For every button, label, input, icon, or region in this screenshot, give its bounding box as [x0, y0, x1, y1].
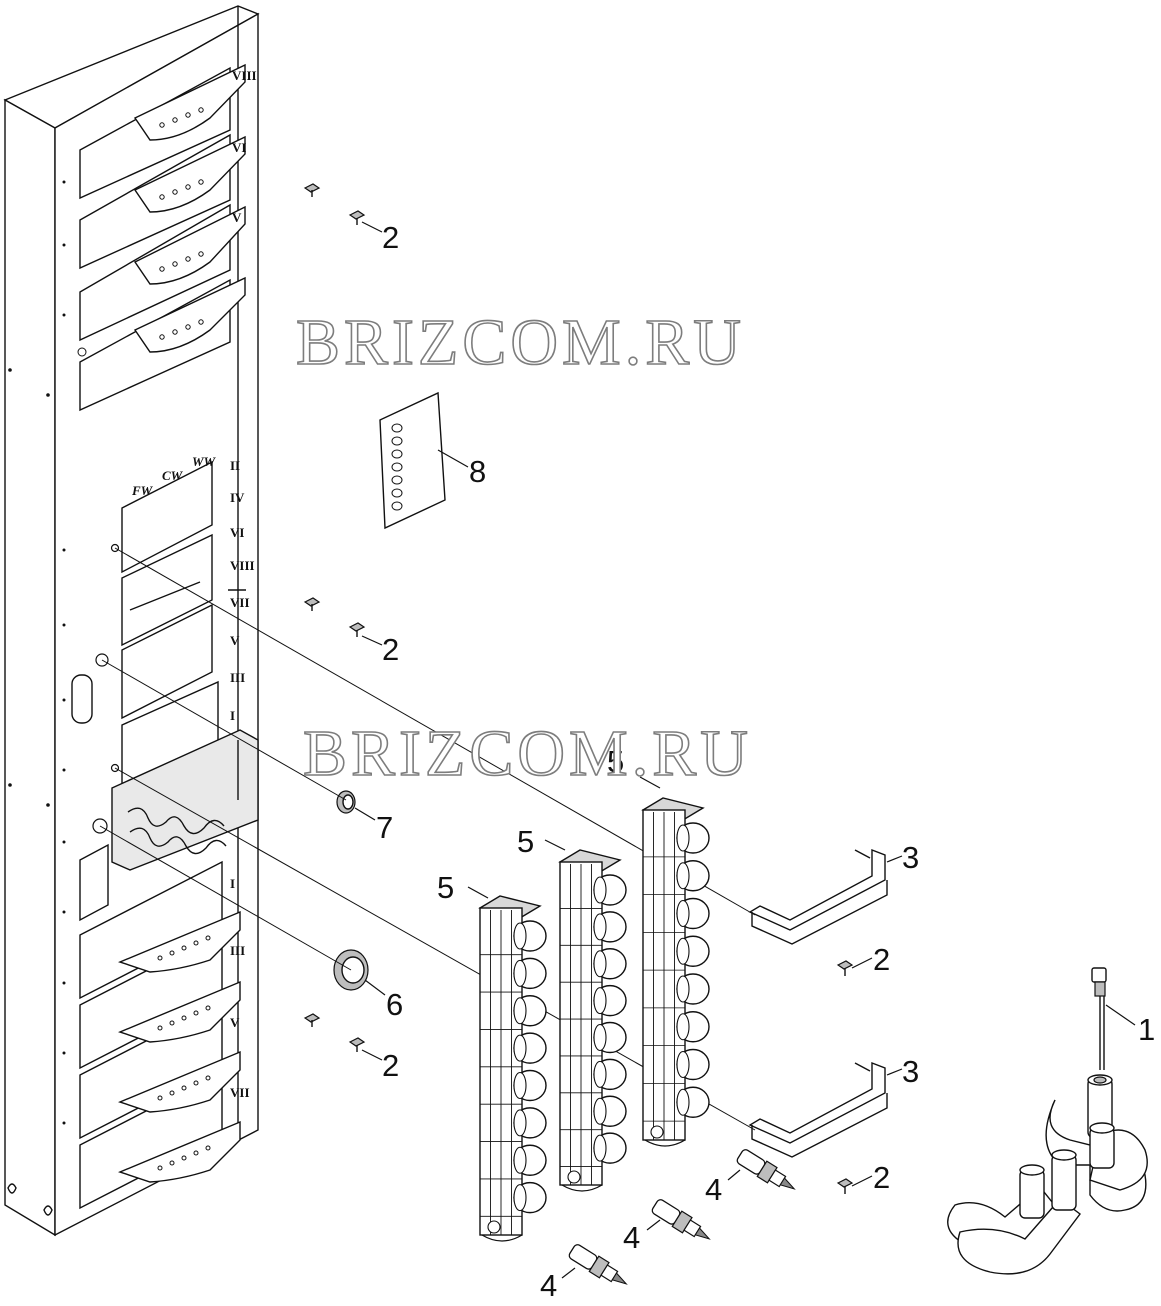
roman-label: VII [230, 1085, 250, 1100]
callout-2: 2 [873, 1160, 890, 1195]
roman-label: VI [230, 525, 244, 540]
callout-3: 3 [902, 1054, 919, 1089]
hose-assembly [947, 1074, 1148, 1275]
valve-insert [568, 1244, 628, 1285]
manifold-column [641, 797, 710, 1147]
callout-leaders [354, 221, 1136, 1279]
callout-6: 6 [386, 987, 403, 1022]
roman-label: III [230, 943, 245, 958]
manifold-window: FW CW WW II IV VI VIII VII V III I [71, 454, 259, 871]
panel-label-fw: FW [131, 483, 154, 498]
callout-2: 2 [382, 220, 399, 255]
callout-4: 4 [623, 1220, 640, 1255]
manifold-column [558, 849, 627, 1192]
valve-insert [651, 1199, 711, 1240]
roman-label: VIII [232, 68, 257, 83]
callout-2: 2 [382, 1048, 399, 1083]
callout-7: 7 [376, 810, 393, 845]
callout-1: 1 [1138, 1012, 1155, 1047]
callout-2: 2 [382, 632, 399, 667]
callout-4: 4 [540, 1268, 557, 1303]
callout-2: 2 [873, 942, 890, 977]
roman-label: VII [230, 595, 250, 610]
callout-4: 4 [705, 1172, 722, 1207]
roman-label: V [230, 1015, 240, 1030]
roman-label: II [230, 458, 240, 473]
manifold-columns [478, 797, 710, 1242]
roman-label: III [230, 670, 245, 685]
upper-louvre-slots: VIII VI V [77, 63, 257, 412]
bracket-upper [748, 848, 888, 945]
roman-label: VIII [230, 558, 255, 573]
roman-label: V [230, 633, 240, 648]
watermark: BRIZCOM.RU [296, 306, 745, 379]
bracket-lower [748, 1061, 888, 1158]
screw-set [303, 183, 854, 1194]
roman-label: V [232, 210, 242, 225]
callout-5: 5 [607, 744, 624, 779]
label-card [379, 391, 446, 530]
panel-label-cw: CW [162, 468, 184, 483]
valve-inserts [568, 1149, 796, 1285]
roman-label: VI [232, 140, 246, 155]
valve-insert [736, 1149, 796, 1190]
roman-label: I [230, 876, 235, 891]
callout-numbers: 2 8 2 7 5 5 5 3 2 6 1 2 3 2 4 4 4 [376, 220, 1155, 1303]
callout-8: 8 [469, 454, 486, 489]
callout-5: 5 [437, 870, 454, 905]
thermostat-probe [1091, 967, 1107, 1070]
lower-louvre-slots: I III V VII [79, 843, 250, 1210]
callout-3: 3 [902, 840, 919, 875]
callout-5: 5 [517, 824, 534, 859]
roman-label: IV [230, 490, 245, 505]
manifold-column [478, 895, 547, 1242]
roman-label: I [230, 708, 235, 723]
small-grommet [336, 790, 356, 814]
panel-label-ww: WW [192, 454, 217, 469]
large-grommet [333, 949, 369, 991]
watermark: BRIZCOM.RU [303, 717, 752, 790]
